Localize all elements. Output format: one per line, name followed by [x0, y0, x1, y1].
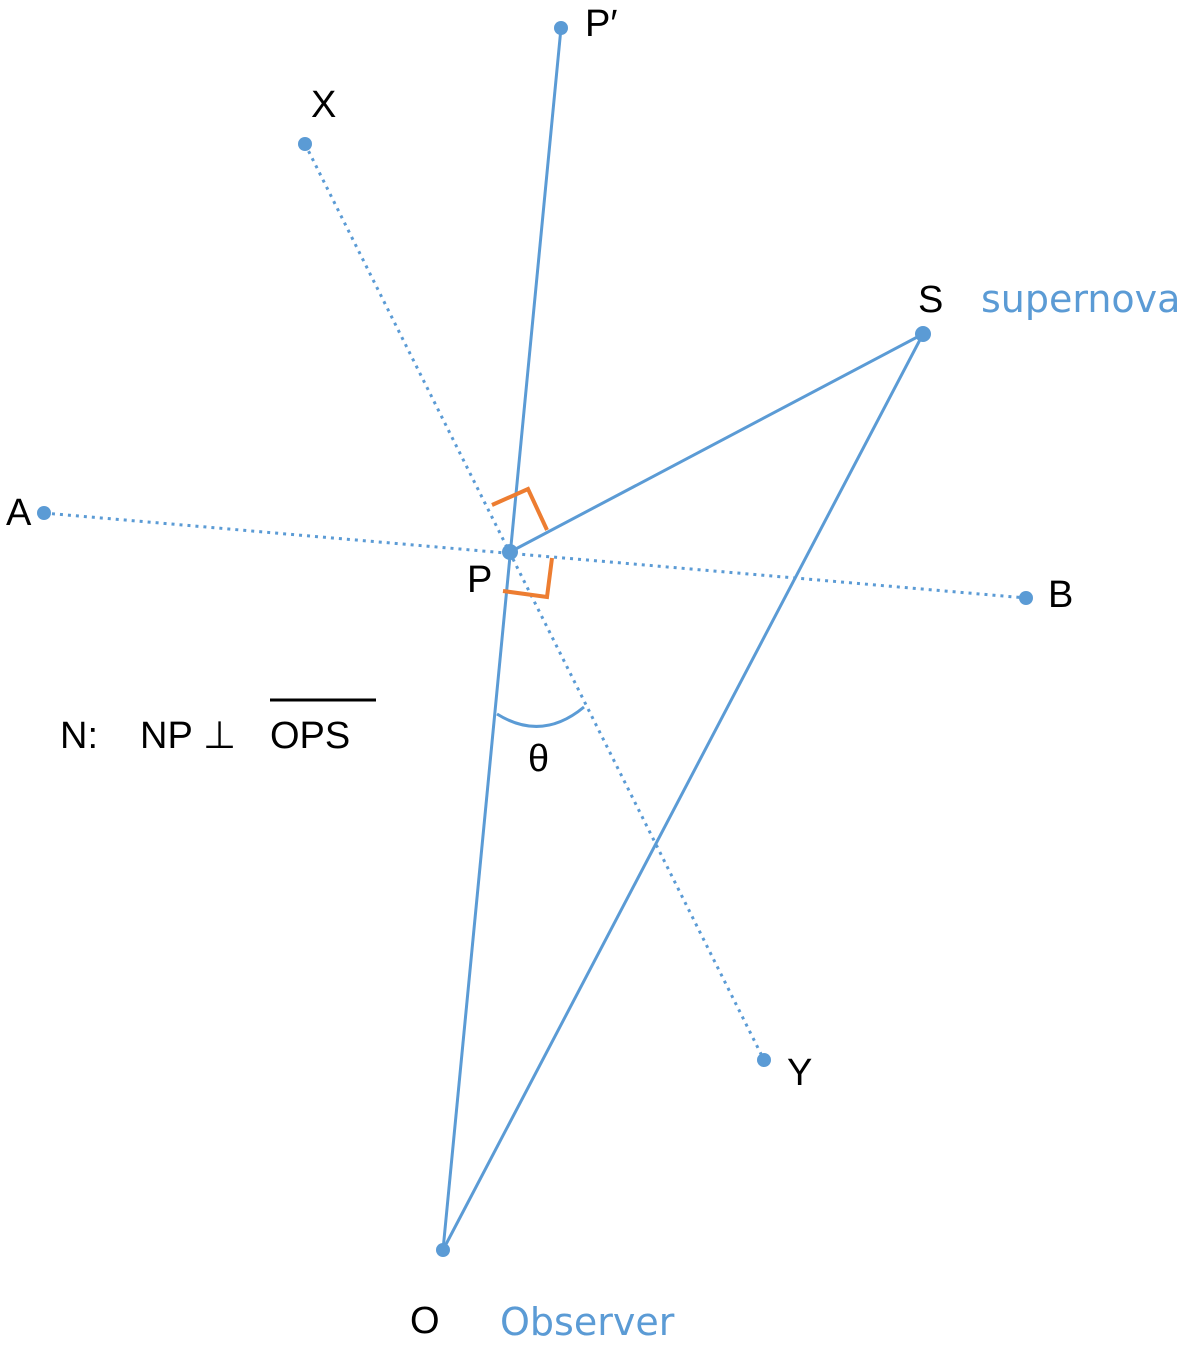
point-y [757, 1053, 771, 1067]
label-p-prime: P′ [585, 3, 617, 45]
point-s [915, 326, 931, 342]
theta-label: θ [528, 738, 549, 780]
line-o-p-prime [441, 27, 563, 1251]
line-x-y [303, 143, 766, 1061]
label-y: Y [787, 1052, 812, 1094]
theta-angle-arc [496, 705, 585, 728]
point-p-prime [554, 21, 568, 35]
point-o [436, 1243, 450, 1257]
label-s: S [918, 279, 943, 321]
right-angle-marker-upper [491, 486, 549, 531]
point-p [502, 544, 518, 560]
supernova-label: supernova [981, 277, 1180, 321]
label-p: P [467, 559, 492, 601]
label-o: O [410, 1300, 440, 1342]
point-a [37, 506, 51, 520]
point-b [1019, 591, 1033, 605]
label-x: X [311, 84, 336, 126]
point-x [298, 137, 312, 151]
equation-prefix: N: [60, 715, 98, 757]
label-a: A [6, 492, 32, 534]
line-p-s [509, 332, 924, 554]
line-a-b [43, 511, 1027, 600]
line-s-o [441, 333, 925, 1251]
label-b: B [1048, 574, 1073, 616]
equation-np: NP [140, 715, 193, 757]
observer-label: Observer [500, 1300, 675, 1344]
equation-plane: OPS [270, 715, 350, 757]
equation-perp-symbol: ⊥ [203, 715, 236, 757]
right-angle-marker-lower [502, 557, 554, 600]
